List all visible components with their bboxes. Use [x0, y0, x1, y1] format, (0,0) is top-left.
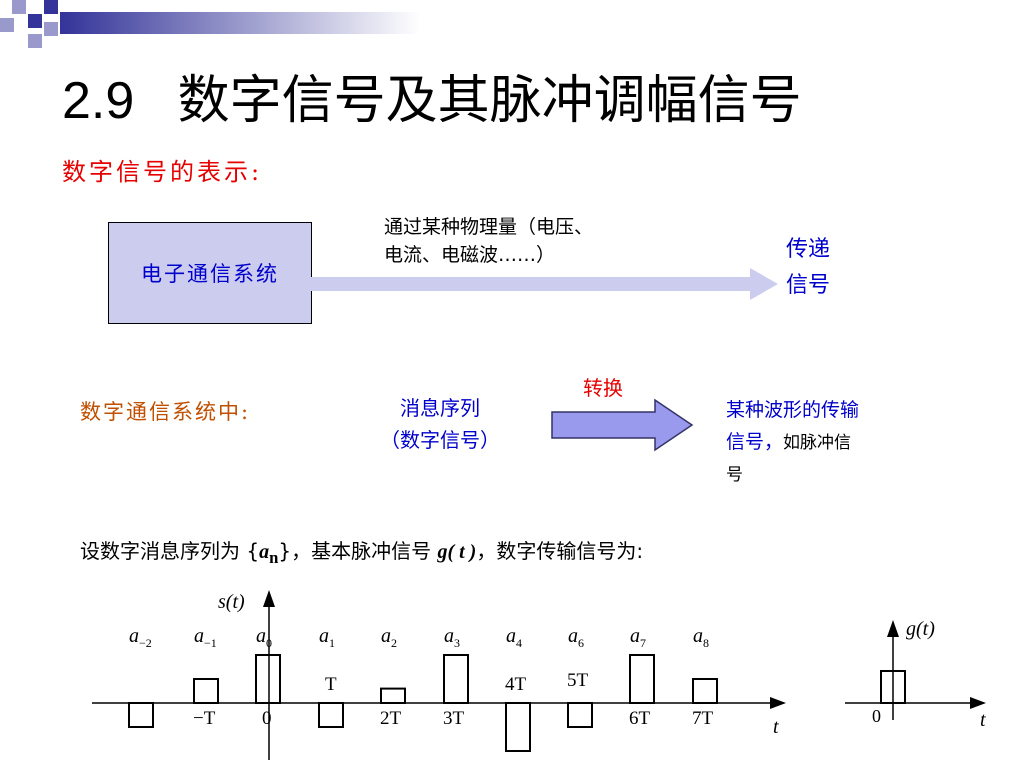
deliver-signal-label: 传递 信号: [786, 232, 830, 304]
setup-a: a: [259, 541, 270, 563]
tick-label-4: 3T: [443, 708, 465, 729]
corner-logo: [0, 0, 420, 60]
waveform-line-2: 信号，: [726, 431, 784, 453]
g-origin: 0: [872, 706, 881, 726]
pulse-4: [380, 687, 406, 704]
message-line-2: （数字信号）: [380, 428, 500, 452]
tick-label-6: 5T: [567, 670, 589, 691]
pulse-0: [128, 702, 154, 728]
tick-label-2: T: [325, 674, 337, 695]
pulse-5: [443, 654, 469, 704]
message-sequence-label: 消息序列 （数字信号）: [360, 392, 520, 456]
setup-prefix: 设数字消息序列为 {: [80, 539, 260, 563]
subtitle: 数字信号的表示:: [62, 158, 263, 186]
message-line-1: 消息序列: [400, 396, 480, 420]
pulse-label-1: a−1: [194, 625, 217, 650]
digital-system-label: 数字通信系统中:: [80, 400, 251, 424]
pulse-7: [567, 702, 593, 728]
title-text: 数字信号及其脉冲调幅信号: [177, 72, 802, 130]
tick-label-0: −T: [193, 708, 216, 729]
note-line-2: 电流、电磁波……）: [384, 244, 556, 266]
pulse-label-6: a4: [506, 625, 522, 650]
g-y-label: g(t): [906, 618, 935, 640]
pulse-1: [193, 678, 219, 704]
waveform-label: 某种波形的传输 信号，如脉冲信 号: [726, 394, 936, 491]
g-y-axis-arrow: [887, 620, 899, 637]
title-number: 2.9: [62, 72, 135, 130]
note-line-1: 通过某种物理量（电压、: [384, 216, 594, 238]
x-axis-label: t: [773, 716, 779, 738]
g-x-axis-arrow: [970, 697, 986, 709]
y-axis-arrow: [263, 590, 275, 607]
waveform-line-1: 某种波形的传输: [726, 399, 860, 421]
tick-label-1: 0: [262, 708, 272, 729]
pulse-6: [505, 702, 531, 752]
pulse-label-9: a8: [693, 625, 709, 650]
pulse-label-2: a0: [256, 625, 272, 650]
deliver-line-1: 传递: [786, 237, 831, 262]
pulse-label-8: a7: [630, 625, 646, 650]
setup-g: g( t ): [437, 541, 477, 563]
thin-arrow: [310, 268, 778, 300]
setup-sub: n: [269, 548, 279, 567]
tick-label-7: 6T: [629, 708, 651, 729]
waveform-tail: 如脉冲信: [783, 433, 852, 453]
setup-suffix: ，数字传输信号为:: [476, 539, 644, 563]
pulse-label-5: a3: [444, 625, 460, 650]
page-title: 2.9 数字信号及其脉冲调幅信号: [62, 58, 802, 133]
setup-sentence: 设数字消息序列为 {an}，基本脉冲信号 g( t )，数字传输信号为:: [80, 535, 643, 568]
system-box: [108, 222, 312, 324]
system-box-label: 电子通信系统: [141, 262, 279, 286]
g-pulse: [880, 670, 906, 704]
g-x-label: t: [980, 709, 986, 731]
setup-mid: }，基本脉冲信号: [278, 539, 438, 563]
pulse-9: [692, 678, 718, 704]
pulse-2: [255, 654, 281, 704]
physical-quantity-note: 通过某种物理量（电压、 电流、电磁波……）: [384, 213, 593, 269]
convert-label: 转换: [583, 376, 623, 400]
tick-label-3: 2T: [380, 708, 402, 729]
pulse-8: [629, 654, 655, 704]
pulse-3: [318, 702, 344, 728]
pulse-label-0: a−2: [129, 625, 152, 650]
pulse-label-4: a2: [381, 625, 397, 650]
waveform-line-3: 号: [726, 465, 743, 485]
x-axis-arrow: [770, 697, 786, 709]
pulse-label-3: a1: [319, 625, 335, 650]
tick-label-5: 4T: [505, 674, 527, 695]
deliver-line-2: 信号: [786, 273, 831, 298]
tick-label-8: 7T: [692, 708, 714, 729]
pulse-label-7: a6: [568, 625, 584, 650]
convert-arrow: [551, 398, 694, 452]
y-axis-label: s(t): [218, 591, 245, 613]
